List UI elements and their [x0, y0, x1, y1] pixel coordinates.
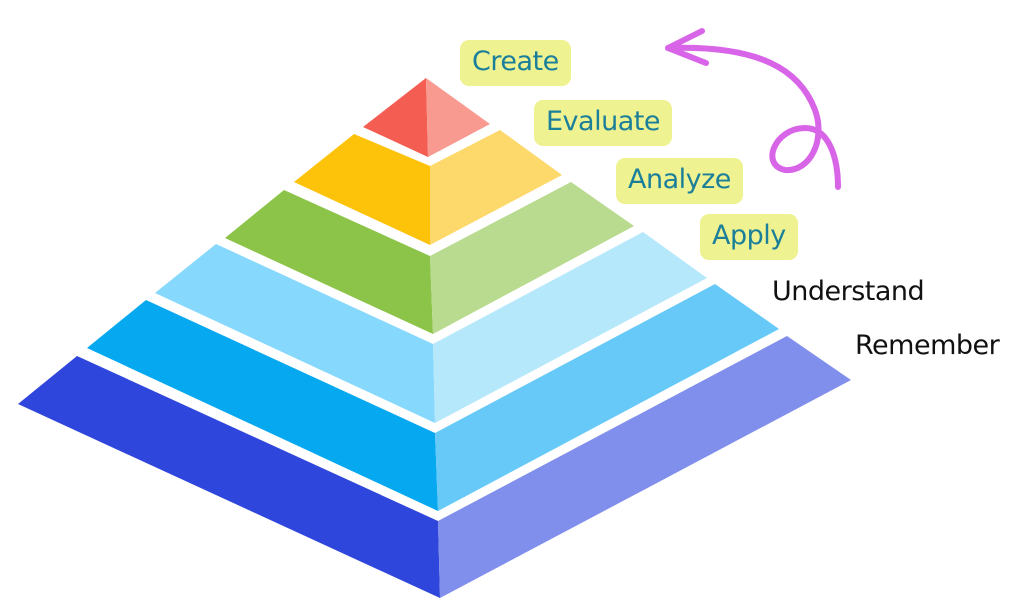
pyramid-layer-evaluate-left: [294, 134, 430, 245]
pyramid-layer-create-right: [426, 78, 490, 157]
label-evaluate: Evaluate: [534, 100, 672, 146]
label-analyze: Analyze: [616, 158, 743, 204]
pyramid-layer-analyze-left: [225, 190, 433, 334]
label-create: Create: [460, 40, 571, 86]
curly-arrow-icon: [665, 28, 841, 190]
pyramid-layer-evaluate-right: [430, 130, 562, 245]
pyramid-layer-understand-left: [87, 300, 438, 511]
label-remember: Remember: [855, 330, 1000, 361]
pyramid-layer-understand-right: [435, 284, 779, 511]
pyramid-layer-create-left: [363, 78, 428, 157]
pyramid-layer-remember-left: [18, 356, 440, 598]
label-understand: Understand: [772, 276, 925, 307]
label-apply: Apply: [700, 214, 798, 260]
pyramid-layer-remember-right: [438, 336, 851, 598]
pyramid-layer-apply-left: [155, 244, 435, 423]
pyramid-layer-analyze-right: [430, 182, 634, 334]
pyramid-layer-apply-right: [433, 232, 707, 423]
